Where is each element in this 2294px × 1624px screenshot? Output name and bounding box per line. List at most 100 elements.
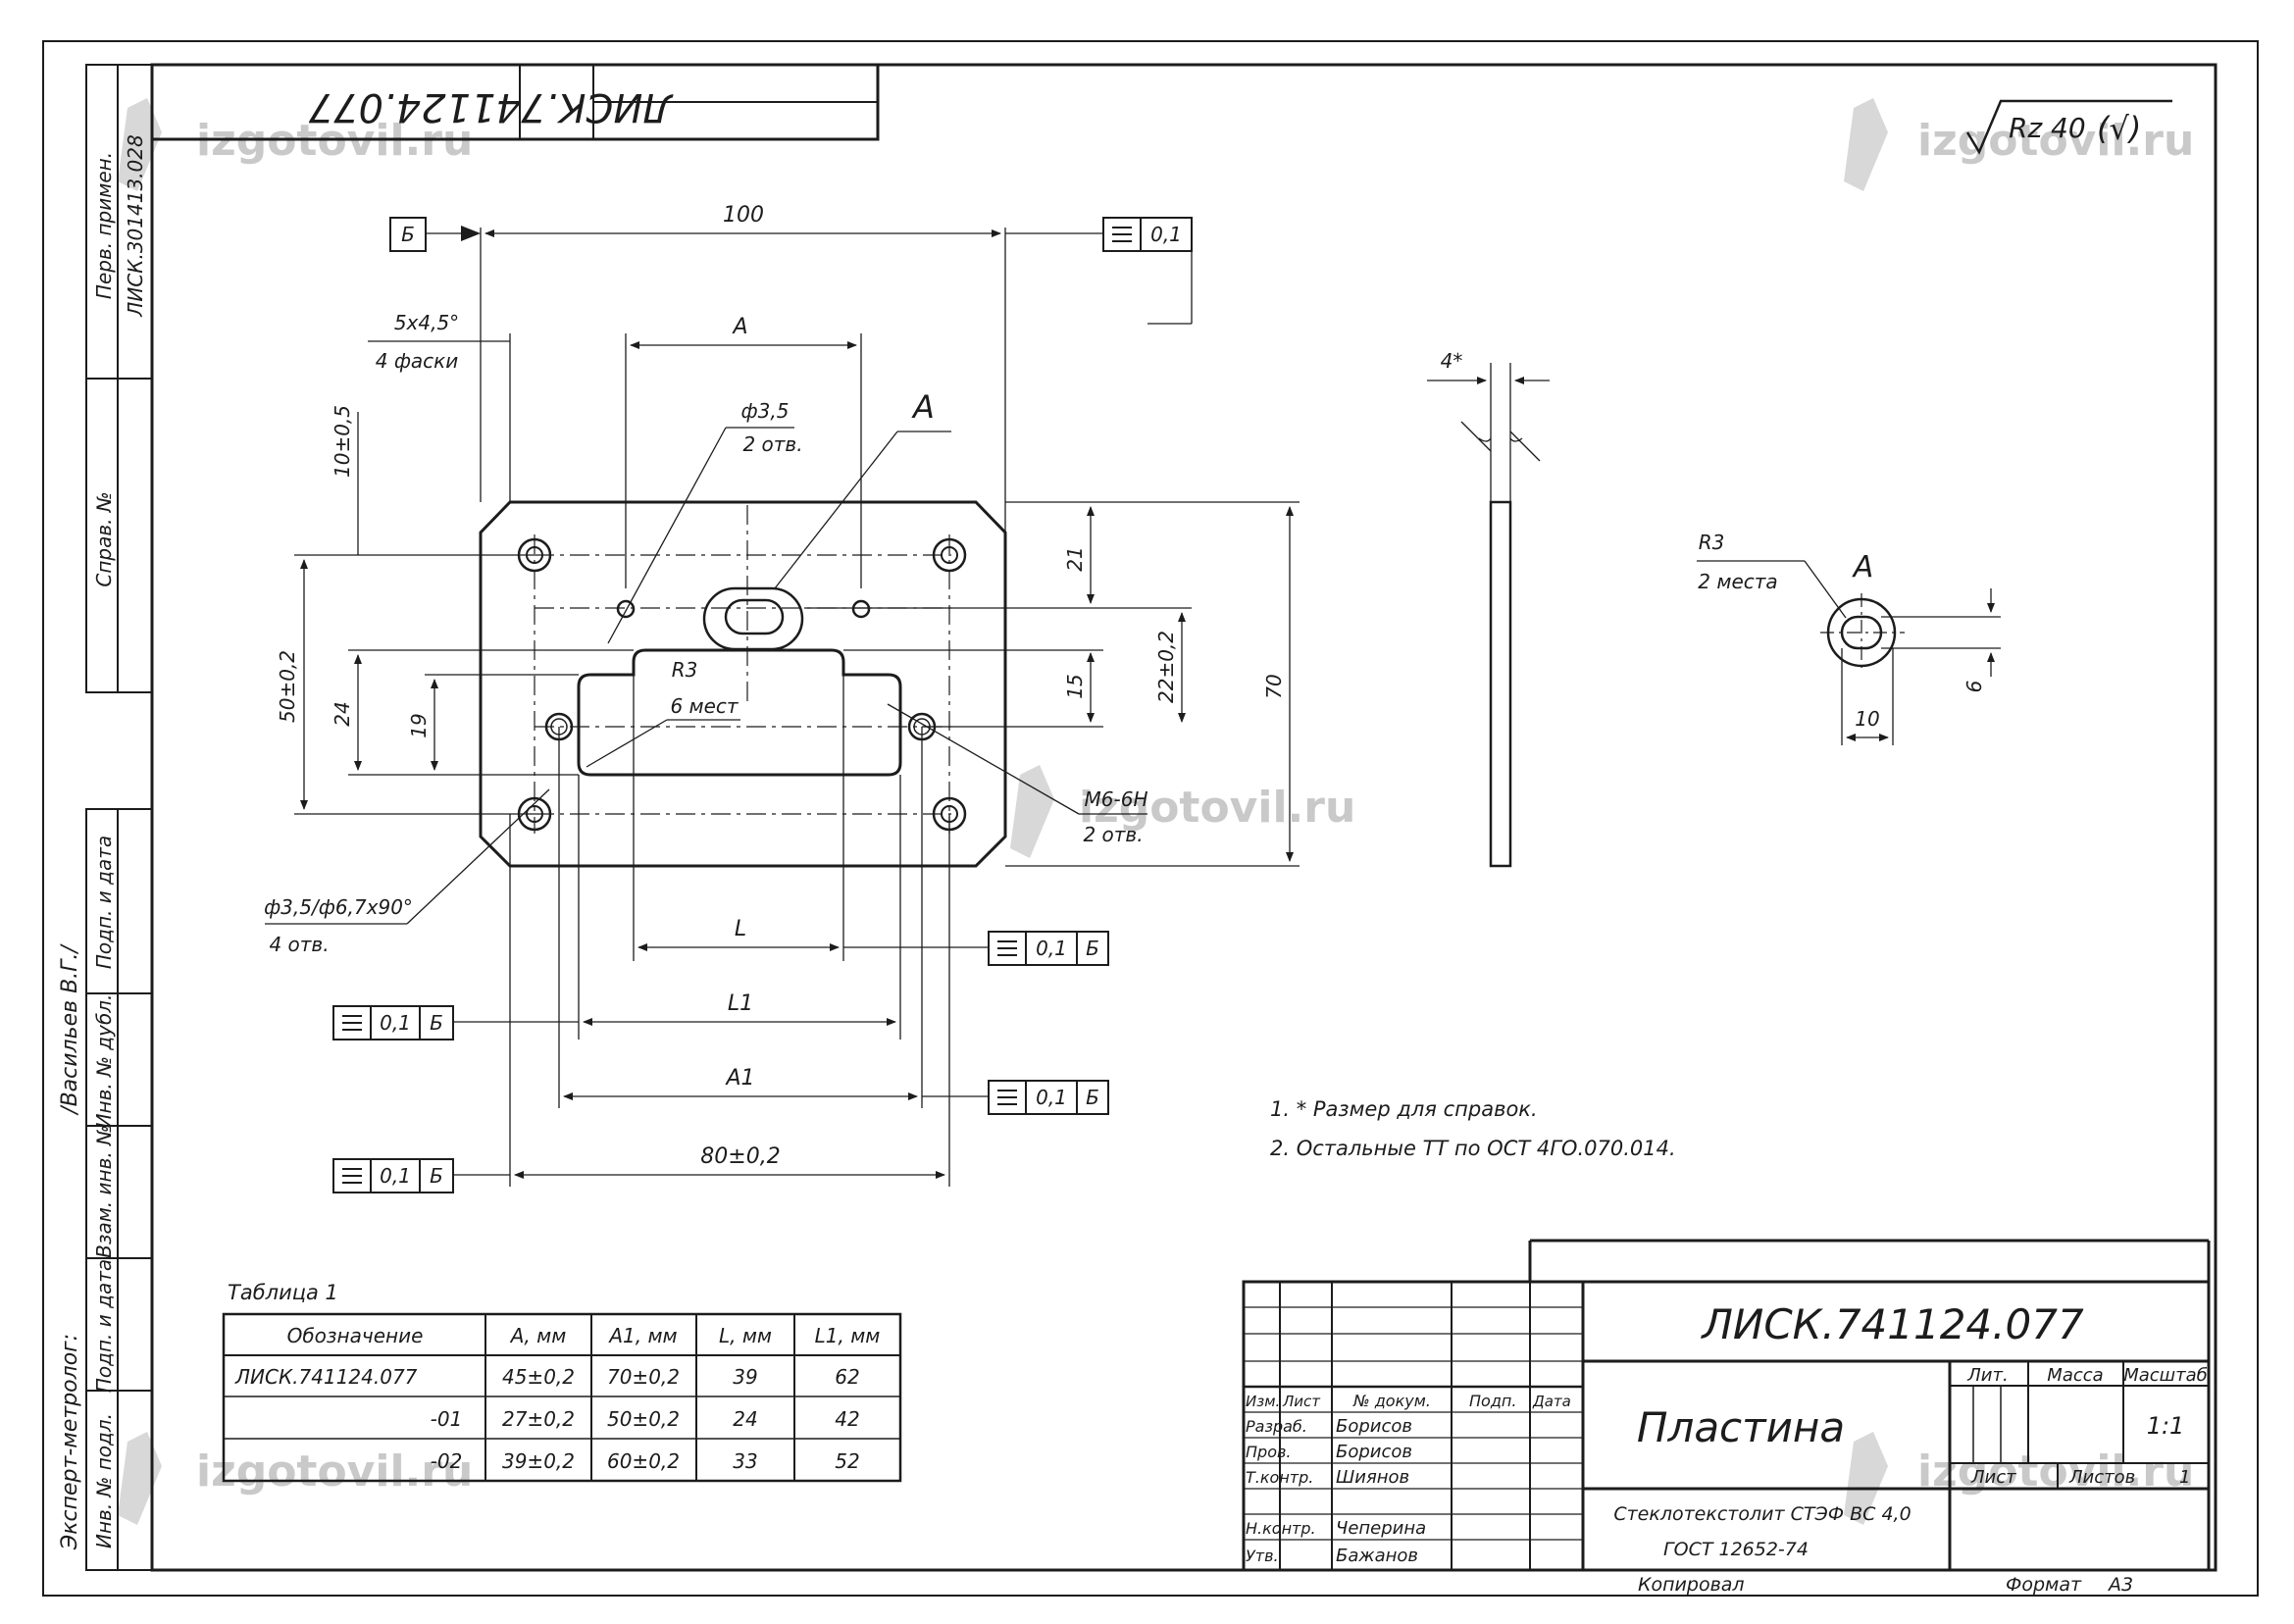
table-cell: -01 xyxy=(431,1407,463,1431)
dim-100: 100 xyxy=(723,203,764,228)
base-b-box xyxy=(389,217,427,252)
table-cell: 70±0,2 xyxy=(607,1365,680,1389)
detail-a: А R3 2 места 6 10 xyxy=(1697,531,2001,745)
tb-masshtab: Масштаб xyxy=(2123,1365,2208,1386)
table-header: L1, мм xyxy=(815,1324,881,1347)
table-cell: 39±0,2 xyxy=(502,1449,575,1473)
table-cell: 60±0,2 xyxy=(607,1449,680,1473)
strip-perv-primen: Перв. примен. xyxy=(92,152,116,299)
strip-expert-name: /Васильев В.Г./ xyxy=(58,943,82,1116)
tb-nkontr-name: Чеперина xyxy=(1336,1518,1426,1539)
detail-6: 6 xyxy=(1963,681,1986,693)
detail-a-label: А xyxy=(1852,550,1874,584)
tol-l: 0,1 xyxy=(1036,937,1067,960)
table-header: А1, мм xyxy=(607,1324,677,1347)
thick-label: 4* xyxy=(1441,349,1463,373)
watermark-logo-icon xyxy=(118,1432,162,1525)
tb-nkontr: Н.контр. xyxy=(1246,1519,1316,1538)
tb-code: ЛИСК.741124.077 xyxy=(1700,1300,2084,1348)
r3-label: R3 xyxy=(672,658,698,682)
tb-list: Лист xyxy=(1970,1467,2016,1488)
r3-count: 6 мест xyxy=(670,694,739,718)
tb-title: Пластина xyxy=(1637,1403,1845,1451)
tol-l1: 0,1 xyxy=(380,1011,411,1035)
tol-frame-a1 xyxy=(988,1080,1109,1115)
tb-listov: Листов xyxy=(2068,1467,2135,1488)
hole35-count: 2 отв. xyxy=(742,432,802,456)
tb-col-data: Дата xyxy=(1532,1393,1571,1410)
tb-tkontr-name: Шиянов xyxy=(1336,1467,1409,1488)
tol-frame-l xyxy=(988,931,1109,966)
tb-listov-value: 1 xyxy=(2179,1467,2190,1488)
dim-10: 10±0,5 xyxy=(331,405,354,478)
base-b-label: Б xyxy=(401,223,415,246)
strip-vzam-inv: Взам. инв. № xyxy=(92,1125,116,1258)
parallel-icon xyxy=(342,1168,362,1184)
tb-material-2: ГОСТ 12652-74 xyxy=(1663,1539,1809,1560)
tb-lit: Лит. xyxy=(1966,1365,2008,1386)
table-cell: 33 xyxy=(733,1449,757,1473)
tb-razrab: Разраб. xyxy=(1246,1417,1307,1436)
watermark-logo-icon xyxy=(1844,98,1888,191)
notes: 1. * Размер для справок. 2. Остальные ТТ… xyxy=(1270,1097,1676,1160)
watermark-logo-icon xyxy=(1844,1432,1888,1525)
plate-main-view xyxy=(479,500,1007,868)
tb-copied: Копировал xyxy=(1638,1574,1745,1596)
view-a-label: А xyxy=(911,388,935,426)
tol-frame-80 xyxy=(332,1158,454,1193)
watermark-logo-icon xyxy=(1010,765,1054,858)
parallel-icon xyxy=(997,940,1017,956)
side-profile xyxy=(1489,500,1512,868)
m6-label: М6-6Н xyxy=(1085,787,1148,811)
tb-col-list: Лист xyxy=(1282,1393,1321,1410)
strip-perv-code: ЛИСК.301413.028 xyxy=(124,134,147,317)
sheet-edge xyxy=(42,40,2259,1597)
tol-l1-base: Б xyxy=(430,1011,443,1035)
note-1: 1. * Размер для справок. xyxy=(1270,1097,1538,1121)
dimensions: 100 Б 0,1 5x4,5° 4 фаски А ф3,5 2 отв. А xyxy=(264,203,1300,1193)
parallel-icon xyxy=(342,1015,362,1031)
table-header: А, мм xyxy=(509,1324,567,1347)
dim-19: 19 xyxy=(407,713,431,737)
table-header: Обозначение xyxy=(287,1324,424,1347)
dim-21: 21 xyxy=(1063,546,1087,571)
tb-col-doc: № докум. xyxy=(1352,1392,1431,1410)
parallel-icon xyxy=(997,1090,1017,1105)
chamfer-label: 5x4,5° xyxy=(394,311,459,334)
side-view: 4* xyxy=(1427,349,1550,868)
tb-tkontr: Т.контр. xyxy=(1246,1468,1313,1487)
detail-10: 10 xyxy=(1855,707,1879,731)
tol-80: 0,1 xyxy=(380,1164,411,1188)
csk-hole xyxy=(932,537,967,573)
tol-l-base: Б xyxy=(1086,937,1099,960)
m6-count: 2 отв. xyxy=(1083,823,1143,846)
table-1: Таблица 1 Обозначение А, мм А1, мм L, мм… xyxy=(222,1281,902,1483)
table-cell: 24 xyxy=(733,1407,757,1431)
tb-format-label: Формат xyxy=(2006,1574,2082,1596)
tb-utv: Утв. xyxy=(1246,1547,1279,1565)
title-block: ЛИСК.741124.077 Пластина Стеклотекстолит… xyxy=(1242,1239,2211,1596)
dim-70: 70 xyxy=(1262,674,1286,698)
strip-podp-data-2: Подп. и дата xyxy=(92,1259,116,1393)
slot-outer xyxy=(702,586,804,651)
table-cell: ЛИСК.741124.077 xyxy=(234,1365,418,1389)
dim-22: 22±0,2 xyxy=(1154,631,1178,703)
top-code-text: ЛИСК.741124.077 xyxy=(308,84,674,129)
small-hole xyxy=(851,599,871,619)
tb-massa: Масса xyxy=(2047,1365,2103,1386)
table-cell: 39 xyxy=(733,1365,757,1389)
tb-format-value: А3 xyxy=(2107,1574,2133,1596)
chamfer-count: 4 фаски xyxy=(376,349,459,373)
dim-50: 50±0,2 xyxy=(276,650,299,723)
hole35-label: ф3,5 xyxy=(741,399,790,423)
watermark-text: izgotovil.ru xyxy=(196,1446,473,1497)
tol-80-base: Б xyxy=(430,1164,443,1188)
dim-a: А xyxy=(731,315,747,339)
table-cell: 50±0,2 xyxy=(607,1407,680,1431)
strip-inv-podl: Инв. № подл. xyxy=(92,1413,116,1548)
tol-top: 0,1 xyxy=(1150,223,1182,246)
tb-prov-name: Борисов xyxy=(1336,1442,1412,1462)
table-cell: 62 xyxy=(835,1365,859,1389)
roughness-text: Rz 40 xyxy=(2009,112,2086,144)
table-caption: Таблица 1 xyxy=(228,1281,338,1304)
